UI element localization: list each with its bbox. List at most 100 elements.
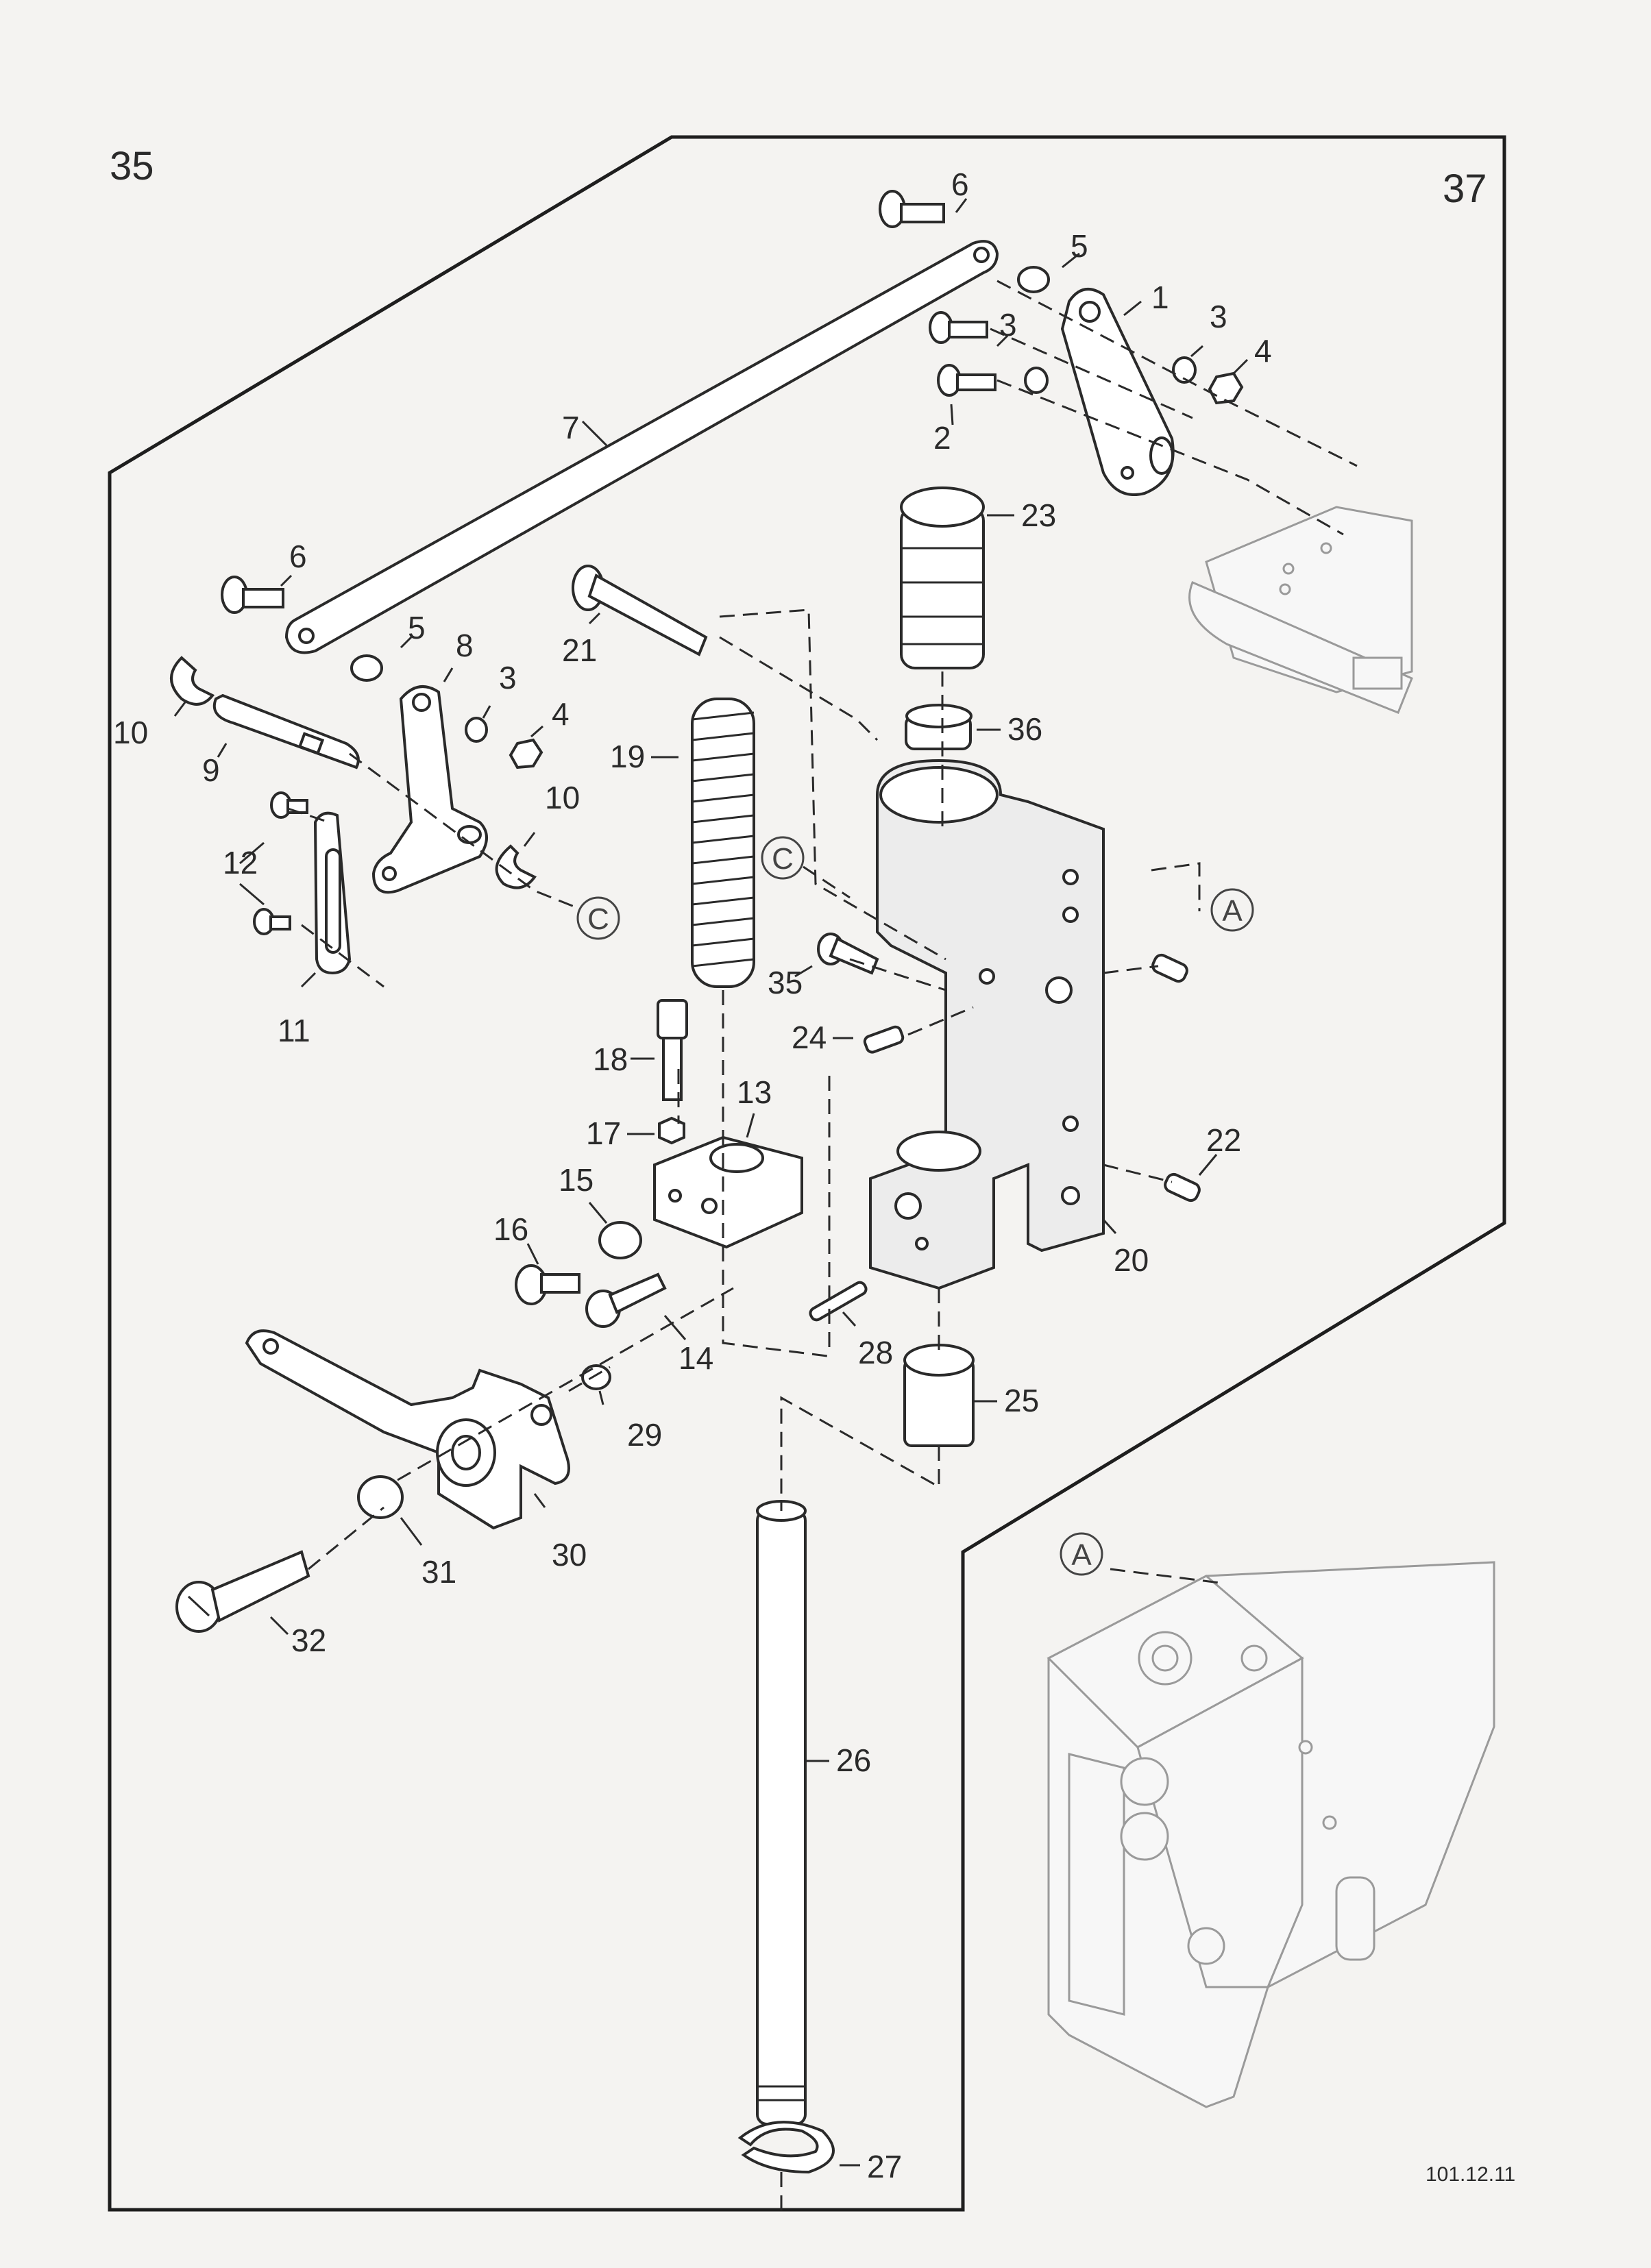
- callout-17: 17: [586, 1115, 621, 1151]
- callout-5: 5: [1071, 228, 1088, 264]
- right-page-number: 37: [1443, 167, 1487, 211]
- part-6-screw-left: [221, 576, 284, 614]
- callout-31: 31: [421, 1554, 456, 1590]
- part-32-shoulder-screw: [175, 1550, 310, 1633]
- part-25-bushing: [903, 1344, 975, 1447]
- part-24-set-screw: [863, 1025, 905, 1054]
- part-9-shaft: [212, 693, 360, 769]
- callout-14: 14: [678, 1340, 713, 1376]
- part-5-washer-left: [350, 654, 383, 682]
- part-12-screw-b: [253, 908, 291, 935]
- part-3-washer-b: [1172, 356, 1197, 384]
- part-13-clamp-block: [653, 1135, 803, 1249]
- part-14-screw: [585, 1272, 667, 1328]
- callout-15: 15: [559, 1162, 594, 1198]
- callout-21: 21: [562, 632, 597, 668]
- part-18-cap-screw: [657, 999, 688, 1101]
- part-5-washer-top: [1017, 266, 1050, 293]
- callout-22: 22: [1206, 1122, 1241, 1158]
- part-4-nut-left: [509, 738, 543, 769]
- callout-4: 4: [1254, 333, 1272, 369]
- ref-c-leader-upper: [803, 865, 851, 899]
- svg-text:A: A: [1071, 1538, 1092, 1572]
- callout-27: 27: [867, 2149, 902, 2184]
- part-3-washer-c: [465, 717, 488, 743]
- part-8-crank-lever: [371, 685, 488, 894]
- callout-36: 36: [1007, 711, 1042, 747]
- part-16-shoulder-screw: [515, 1264, 580, 1305]
- ref-marker-c-lower: C: [576, 896, 620, 940]
- left-page-number: 35: [110, 144, 154, 188]
- callout-8: 8: [456, 628, 474, 663]
- part-22-pin-upper: [1151, 953, 1188, 983]
- callout-2: 2: [933, 420, 951, 456]
- callout-5: 5: [408, 610, 426, 645]
- machine-housing-ghost: [1047, 1561, 1495, 2108]
- part-22-pin-lower: [1164, 1172, 1201, 1203]
- part-30-lever-bracket: [245, 1329, 570, 1530]
- drawing-number: 101.12.11: [1426, 2163, 1515, 2186]
- part-12-screw-a: [270, 791, 308, 819]
- callout-32: 32: [291, 1623, 326, 1658]
- part-20-bracket: [869, 759, 1105, 1290]
- callout-6: 6: [951, 167, 969, 202]
- callout-19: 19: [610, 739, 645, 774]
- part-21-long-screw: [572, 565, 708, 656]
- part-10-ring-left: [170, 656, 215, 706]
- callout-6: 6: [289, 539, 307, 574]
- callout-4: 4: [552, 696, 570, 732]
- callout-23: 23: [1021, 497, 1056, 533]
- svg-text:C: C: [772, 842, 794, 876]
- callout-28: 28: [858, 1335, 893, 1370]
- machine-shaft-ghost: [1188, 506, 1413, 714]
- ref-marker-a-lower: A: [1060, 1532, 1103, 1576]
- callout-29: 29: [627, 1417, 662, 1453]
- svg-text:A: A: [1222, 894, 1243, 928]
- part-7-link: [284, 240, 999, 654]
- callout-26: 26: [836, 1742, 871, 1778]
- part-1-crank-plate: [1060, 288, 1175, 496]
- callout-16: 16: [493, 1211, 528, 1247]
- part-15-bushing: [598, 1221, 642, 1259]
- callout-24: 24: [792, 1020, 827, 1055]
- ref-marker-a-upper: A: [1210, 888, 1254, 932]
- part-17-nut: [658, 1116, 685, 1145]
- part-6-screw-top: [879, 190, 945, 228]
- callout-10: 10: [113, 715, 148, 750]
- part-3-washer-a: [1024, 367, 1049, 394]
- part-35-screw: [817, 933, 879, 975]
- part-4-nut-top: [1208, 371, 1244, 405]
- part-10-ring-right: [495, 844, 537, 889]
- callout-11: 11: [278, 1013, 310, 1048]
- part-19-spring: [691, 698, 755, 988]
- part-31-washer: [357, 1475, 404, 1519]
- part-3-screw-a: [929, 311, 988, 344]
- callout-25: 25: [1004, 1383, 1039, 1418]
- part-26-rod: [756, 1500, 807, 2125]
- ref-marker-c-upper: C: [761, 836, 805, 880]
- callout-3: 3: [499, 660, 517, 695]
- part-28-pin: [809, 1281, 868, 1322]
- part-29-washer: [581, 1364, 611, 1390]
- part-2-screw: [937, 364, 996, 397]
- callout-35: 35: [768, 965, 803, 1000]
- callout-leaders: [173, 198, 1249, 2167]
- part-11-slotted-link: [313, 811, 352, 975]
- callout-3: 3: [1210, 299, 1227, 334]
- diagram-frame: [108, 135, 1506, 2212]
- callout-7: 7: [562, 410, 580, 445]
- callout-18: 18: [593, 1041, 628, 1077]
- callout-labels: 1 2 3 3 3 4 4 5 5 6 6 7 8 9 10 10 11 12 …: [113, 167, 1272, 2184]
- part-36-ring: [905, 704, 973, 750]
- callout-3: 3: [999, 307, 1017, 343]
- callout-12: 12: [223, 845, 258, 880]
- assembly-centerlines: [287, 280, 1358, 2213]
- part-23-grooved-bushing: [900, 486, 985, 669]
- part-27-retaining-ring: [737, 2121, 835, 2174]
- callout-10: 10: [545, 780, 580, 815]
- callout-13: 13: [737, 1074, 772, 1110]
- callout-1: 1: [1151, 280, 1169, 315]
- callout-30: 30: [552, 1537, 587, 1573]
- callout-20: 20: [1114, 1242, 1149, 1278]
